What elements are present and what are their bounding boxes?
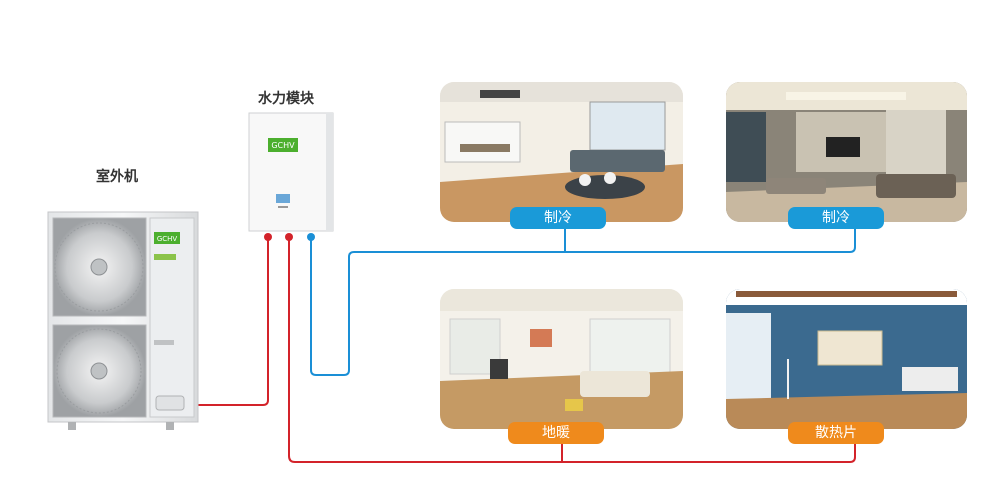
hydro-module-label: 水力模块 [258,91,314,107]
heating-pipe-floor [288,237,856,463]
room-tag-hall: 制冷 [788,207,884,229]
hydro-module-illustration: GCHV [248,112,334,232]
room-photo-radiator-room [726,289,967,429]
brand-logo-text: GCHV [271,141,295,150]
hydro-module: GCHV [248,112,338,240]
heating-pipe-outdoor [166,237,269,406]
outdoor-unit: GCHV [46,210,204,439]
room-photo-living-room [440,82,683,222]
port-dot [285,233,293,241]
room-tag-lounge: 地暖 [508,422,604,444]
outdoor-unit-illustration: GCHV [47,211,199,430]
room-tag-living-room: 制冷 [510,207,606,229]
room-photo-lounge [440,289,683,429]
brand-logo-text: GCHV [157,235,178,243]
port-dot [264,233,272,241]
port-dot [307,233,315,241]
room-photo-hall [726,82,967,222]
room-tag-radiator-room: 散热片 [788,422,884,444]
cooling-pipe [310,228,856,376]
outdoor-unit-label: 室外机 [96,169,138,185]
